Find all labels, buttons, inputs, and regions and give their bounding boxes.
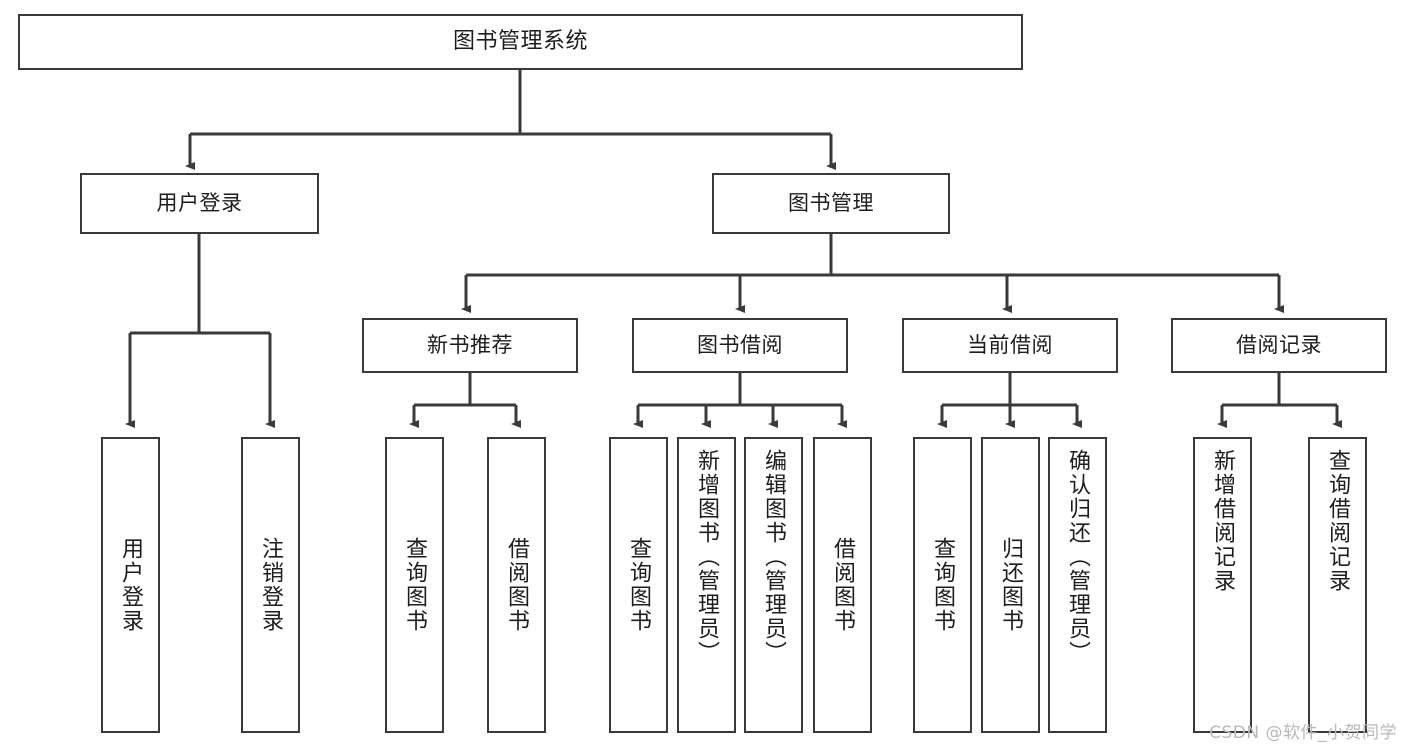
leaf-borrow-book-new[interactable]: 借阅图书 <box>487 437 546 733</box>
node-label: 查询图书 <box>930 537 956 633</box>
node-label: 编辑图书（管理员） <box>761 449 787 665</box>
node-label: 归还图书 <box>998 537 1024 633</box>
node-label: 借阅记录 <box>1236 333 1322 358</box>
node-label: 查询图书 <box>402 537 428 633</box>
leaf-add-book-admin[interactable]: 新增图书（管理员） <box>677 437 736 733</box>
node-user-login[interactable]: 用户登录 <box>80 173 319 234</box>
node-root-system[interactable]: 图书管理系统 <box>18 14 1023 70</box>
node-borrow-record[interactable]: 借阅记录 <box>1171 318 1387 373</box>
node-label: 新增借阅记录 <box>1210 449 1236 593</box>
node-book-borrow[interactable]: 图书借阅 <box>632 318 848 373</box>
node-label: 当前借阅 <box>967 333 1053 358</box>
leaf-return-book[interactable]: 归还图书 <box>981 437 1040 733</box>
node-label: 查询图书 <box>626 537 652 633</box>
leaf-confirm-return-admin[interactable]: 确认归还（管理员） <box>1048 437 1107 733</box>
leaf-query-borrow-record[interactable]: 查询借阅记录 <box>1308 437 1367 733</box>
node-current-borrow[interactable]: 当前借阅 <box>902 318 1118 373</box>
node-label: 确认归还（管理员） <box>1065 449 1091 665</box>
leaf-user-login[interactable]: 用户登录 <box>101 437 160 733</box>
node-label: 注销登录 <box>258 537 284 633</box>
leaf-edit-book-admin[interactable]: 编辑图书（管理员） <box>744 437 803 733</box>
leaf-query-book-current[interactable]: 查询图书 <box>913 437 972 733</box>
node-label: 借阅图书 <box>830 537 856 633</box>
leaf-query-book-borrow[interactable]: 查询图书 <box>609 437 668 733</box>
leaf-query-book-new[interactable]: 查询图书 <box>385 437 444 733</box>
node-label: 借阅图书 <box>504 537 530 633</box>
node-label: 用户登录 <box>156 191 243 216</box>
leaf-logout[interactable]: 注销登录 <box>241 437 300 733</box>
node-label: 新书推荐 <box>427 333 513 358</box>
node-label: 查询借阅记录 <box>1325 449 1351 593</box>
node-label: 图书管理系统 <box>452 29 588 55</box>
node-new-book-recommend[interactable]: 新书推荐 <box>362 318 578 373</box>
watermark-text: CSDN @软件_小贺同学 <box>1209 723 1397 743</box>
node-label: 用户登录 <box>118 537 144 633</box>
node-label: 图书管理 <box>788 191 874 216</box>
node-label: 图书借阅 <box>697 333 783 358</box>
leaf-borrow-book[interactable]: 借阅图书 <box>813 437 872 733</box>
leaf-add-borrow-record[interactable]: 新增借阅记录 <box>1193 437 1252 733</box>
node-book-management[interactable]: 图书管理 <box>712 173 950 234</box>
node-label: 新增图书（管理员） <box>694 449 720 665</box>
